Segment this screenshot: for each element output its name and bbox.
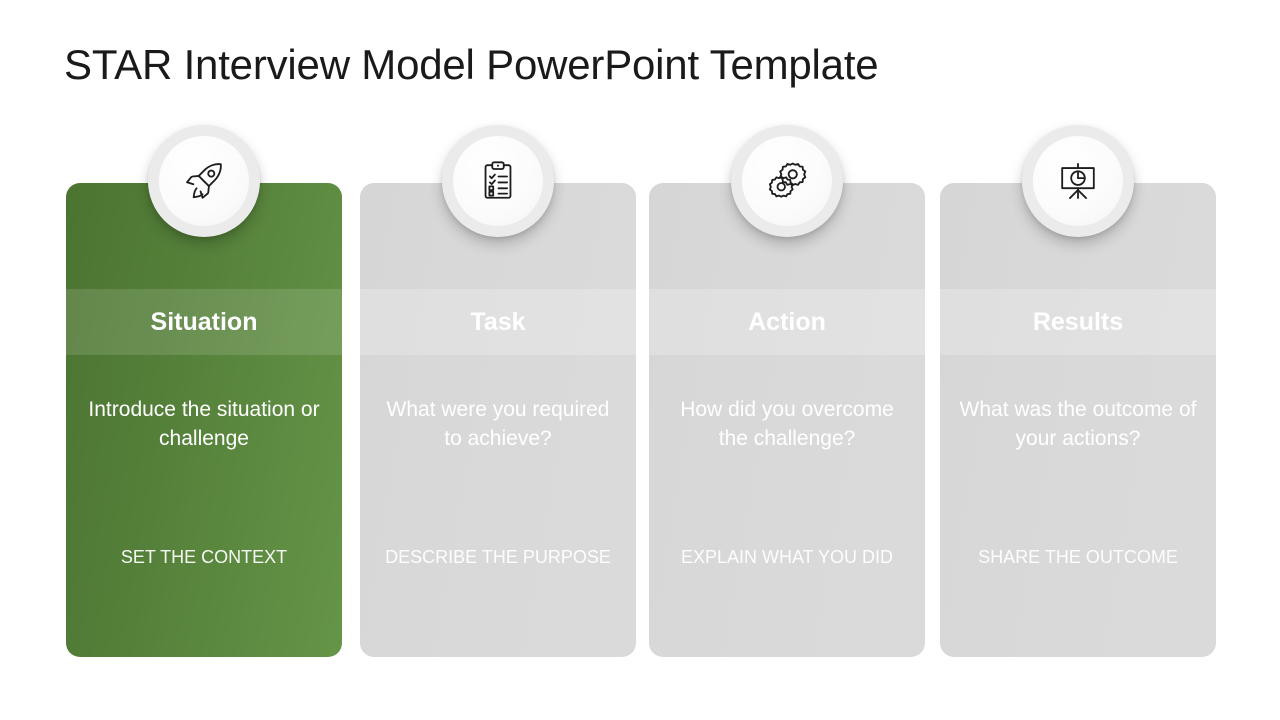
badge-disc xyxy=(453,136,543,226)
card-situation[interactable]: Situation Introduce the situation or cha… xyxy=(66,183,342,657)
card-caption-text: EXPLAIN WHAT YOU DID xyxy=(680,547,894,567)
card-caption-text: DESCRIBE THE PURPOSE xyxy=(385,547,611,567)
card-heading-band xyxy=(649,289,925,355)
card-caption-text: SET THE CONTEXT xyxy=(120,547,288,567)
card-heading-band xyxy=(360,289,636,355)
badge-action[interactable] xyxy=(731,125,843,237)
card-body-text: What were you required to achieve? xyxy=(386,398,610,450)
card-heading-band xyxy=(66,289,342,355)
rocket-icon xyxy=(181,158,227,204)
card-body-text: How did you overcome the challenge? xyxy=(680,398,894,450)
card-action[interactable]: Action How did you overcome the challeng… xyxy=(649,183,925,657)
star-cards-row: Situation Introduce the situation or cha… xyxy=(66,183,1216,657)
card-body-text: What was the outcome of your actions? xyxy=(959,398,1197,450)
card-results[interactable]: Results What was the outcome of your act… xyxy=(940,183,1216,657)
badge-disc xyxy=(742,136,832,226)
clipboard-checklist-icon xyxy=(475,158,521,204)
badge-task[interactable] xyxy=(442,125,554,237)
card-heading: Task xyxy=(470,308,526,336)
gears-icon xyxy=(764,158,810,204)
card-task[interactable]: Task What were you required to achieve? … xyxy=(360,183,636,657)
badge-results[interactable] xyxy=(1022,125,1134,237)
card-heading: Situation xyxy=(150,308,258,336)
presentation-pie-chart-icon xyxy=(1055,158,1101,204)
badge-disc xyxy=(159,136,249,226)
card-body-text: Introduce the situation or challenge xyxy=(88,398,320,450)
badge-disc xyxy=(1033,136,1123,226)
card-heading: Action xyxy=(748,308,826,336)
card-heading-band xyxy=(940,289,1216,355)
badge-situation[interactable] xyxy=(148,125,260,237)
card-heading: Results xyxy=(1032,308,1124,336)
card-caption-text: SHARE THE OUTCOME xyxy=(978,547,1178,567)
page-title: STAR Interview Model PowerPoint Template xyxy=(64,41,879,88)
